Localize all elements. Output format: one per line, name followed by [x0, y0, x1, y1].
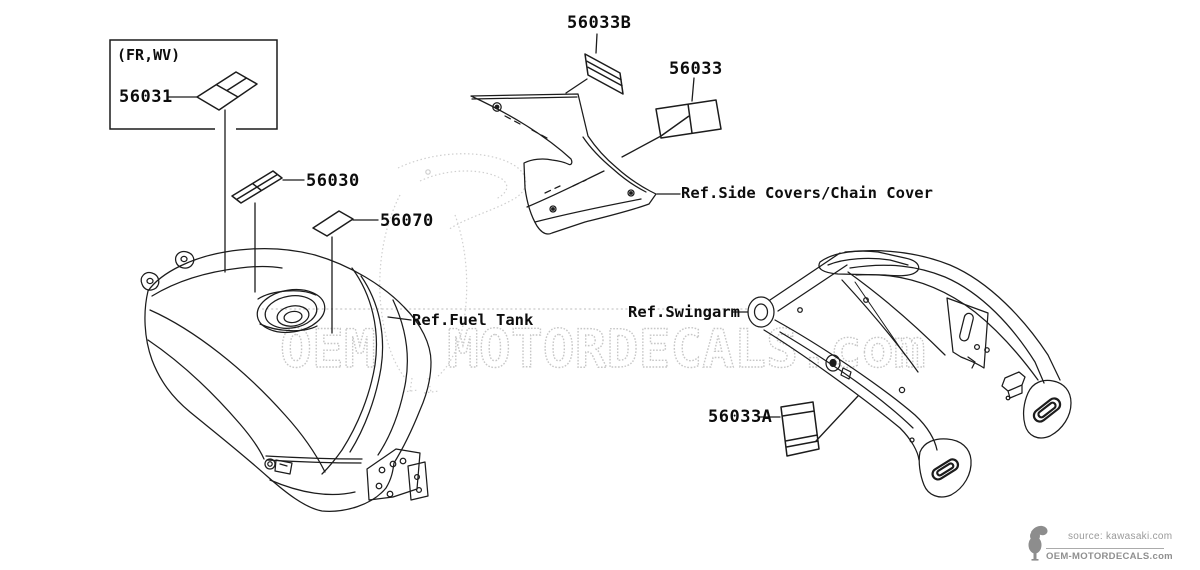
fuel-tank-drawing — [140, 247, 432, 512]
leader-56033-cover — [621, 135, 662, 158]
leader-56033-text — [691, 77, 695, 102]
ref-label-fuel-tank: Ref.Fuel Tank — [412, 311, 534, 329]
part-label-56033A: 56033A — [708, 407, 773, 427]
side-cover-drawing — [470, 93, 657, 235]
leader-ref-fuel-tank — [387, 316, 412, 321]
note-box-label: (FR,WV) — [117, 46, 181, 64]
ref-label-side-covers: Ref.Side Covers/Chain Cover — [681, 184, 933, 202]
decal-56030 — [231, 170, 283, 204]
part-label-56033: 56033 — [669, 59, 723, 79]
leader-56033A-swingarm — [815, 395, 859, 442]
part-label-56033B: 56033B — [567, 13, 632, 33]
part-label-56031: 56031 — [119, 87, 173, 107]
note-box — [109, 39, 278, 130]
decal-56031 — [196, 71, 258, 111]
part-label-56030: 56030 — [306, 171, 360, 191]
bird-logo-icon — [1028, 525, 1048, 561]
swingarm-drawing — [747, 250, 1072, 498]
leader-lines — [167, 33, 859, 442]
footer-divider — [1046, 548, 1164, 549]
part-label-56070: 56070 — [380, 211, 434, 231]
decal-56033 — [655, 99, 722, 139]
ref-label-swingarm: Ref.Swingarm — [628, 303, 740, 321]
leader-56033B-cover — [565, 78, 588, 94]
footer-source-text: source: kawasaki.com — [1068, 531, 1173, 542]
footer-site-text: OEM-MOTORDECALS.com — [1046, 551, 1173, 562]
leader-56033B-text — [595, 33, 598, 54]
decal-56070 — [312, 210, 354, 237]
watermark-text-left: OEM — [280, 319, 376, 380]
decal-56033B — [584, 53, 624, 95]
decal-56033A — [780, 401, 820, 457]
